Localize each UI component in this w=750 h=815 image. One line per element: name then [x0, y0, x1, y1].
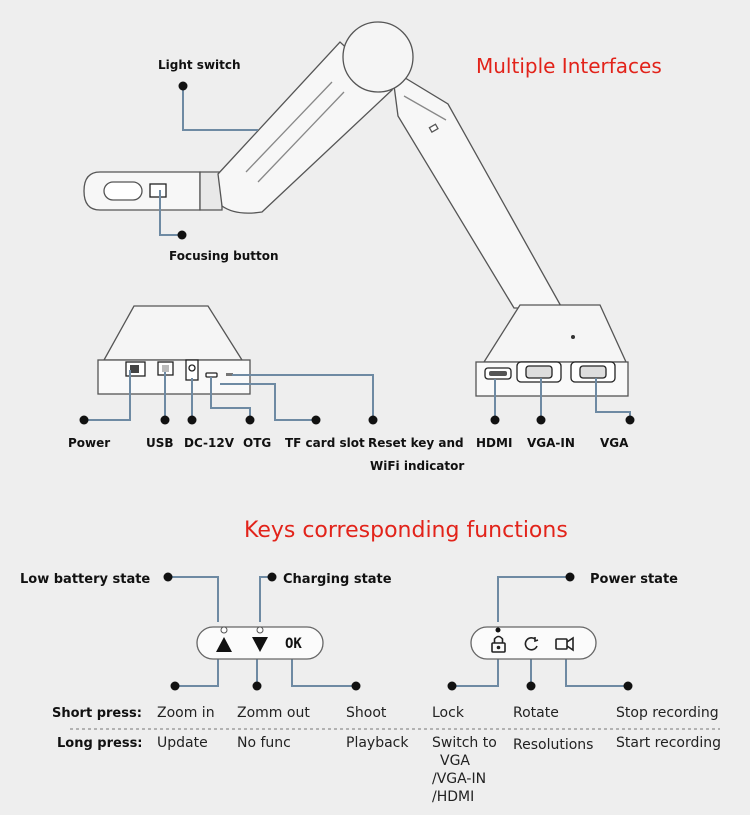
down-arrow-icon[interactable]	[252, 637, 268, 652]
short-zoom-out: Zomm out	[237, 705, 310, 721]
switch-vga: VGA	[440, 753, 471, 769]
long-press-heading: Long press:	[57, 736, 143, 751]
interfaces-heading: Multiple Interfaces	[476, 54, 662, 78]
hdmi-port-label: HDMI	[476, 436, 513, 450]
switch-vga-in: /VGA-IN	[432, 771, 487, 787]
upper-arm	[391, 68, 564, 309]
short-rotate: Rotate	[513, 705, 559, 721]
power-port-label: Power	[68, 436, 111, 450]
low-battery-label: Low battery state	[20, 572, 151, 587]
long-playback: Playback	[346, 735, 409, 751]
short-stop-recording: Stop recording	[616, 705, 719, 721]
short-press-heading: Short press:	[52, 706, 142, 721]
rotate-icon[interactable]	[524, 637, 539, 651]
vga-port-label: VGA	[600, 436, 629, 450]
ok-key[interactable]: OK	[285, 636, 302, 652]
otg-port-label: OTG	[243, 436, 272, 450]
pivot-joint	[342, 21, 414, 93]
long-no-func: No func	[237, 735, 291, 751]
callout-dots	[79, 81, 635, 691]
usb-port-label: USB	[146, 436, 174, 450]
charging-label: Charging state	[283, 572, 392, 587]
keys-heading: Keys corresponding functions	[244, 518, 568, 543]
keypad-right	[470, 626, 597, 660]
lower-arm	[217, 41, 393, 214]
dc-port-label: DC-12V	[184, 436, 235, 450]
long-start-recording: Start recording	[616, 735, 722, 751]
light-switch-label: Light switch	[158, 58, 241, 72]
wifi-indicator-label: WiFi indicator	[370, 459, 465, 473]
base-right	[475, 304, 629, 397]
video-camera-icon[interactable]	[555, 636, 574, 652]
long-switch-to: Switch to	[432, 735, 497, 751]
tf-slot-label: TF card slot	[285, 436, 365, 450]
short-lock: Lock	[432, 705, 464, 721]
focusing-button-label: Focusing button	[169, 249, 279, 263]
vga-in-port-label: VGA-IN	[527, 436, 575, 450]
switch-hdmi: /HDMI	[432, 789, 475, 805]
long-resolutions: Resolutions	[513, 737, 594, 753]
power-state-label: Power state	[590, 572, 678, 587]
base-side	[97, 305, 251, 395]
lock-icon[interactable]	[491, 635, 506, 653]
up-arrow-icon[interactable]	[216, 637, 232, 652]
short-zoom-in: Zoom in	[157, 705, 215, 721]
short-shoot: Shoot	[346, 705, 387, 721]
reset-key-label: Reset key and	[368, 436, 464, 450]
long-update: Update	[157, 735, 208, 751]
camera-head	[83, 171, 223, 211]
